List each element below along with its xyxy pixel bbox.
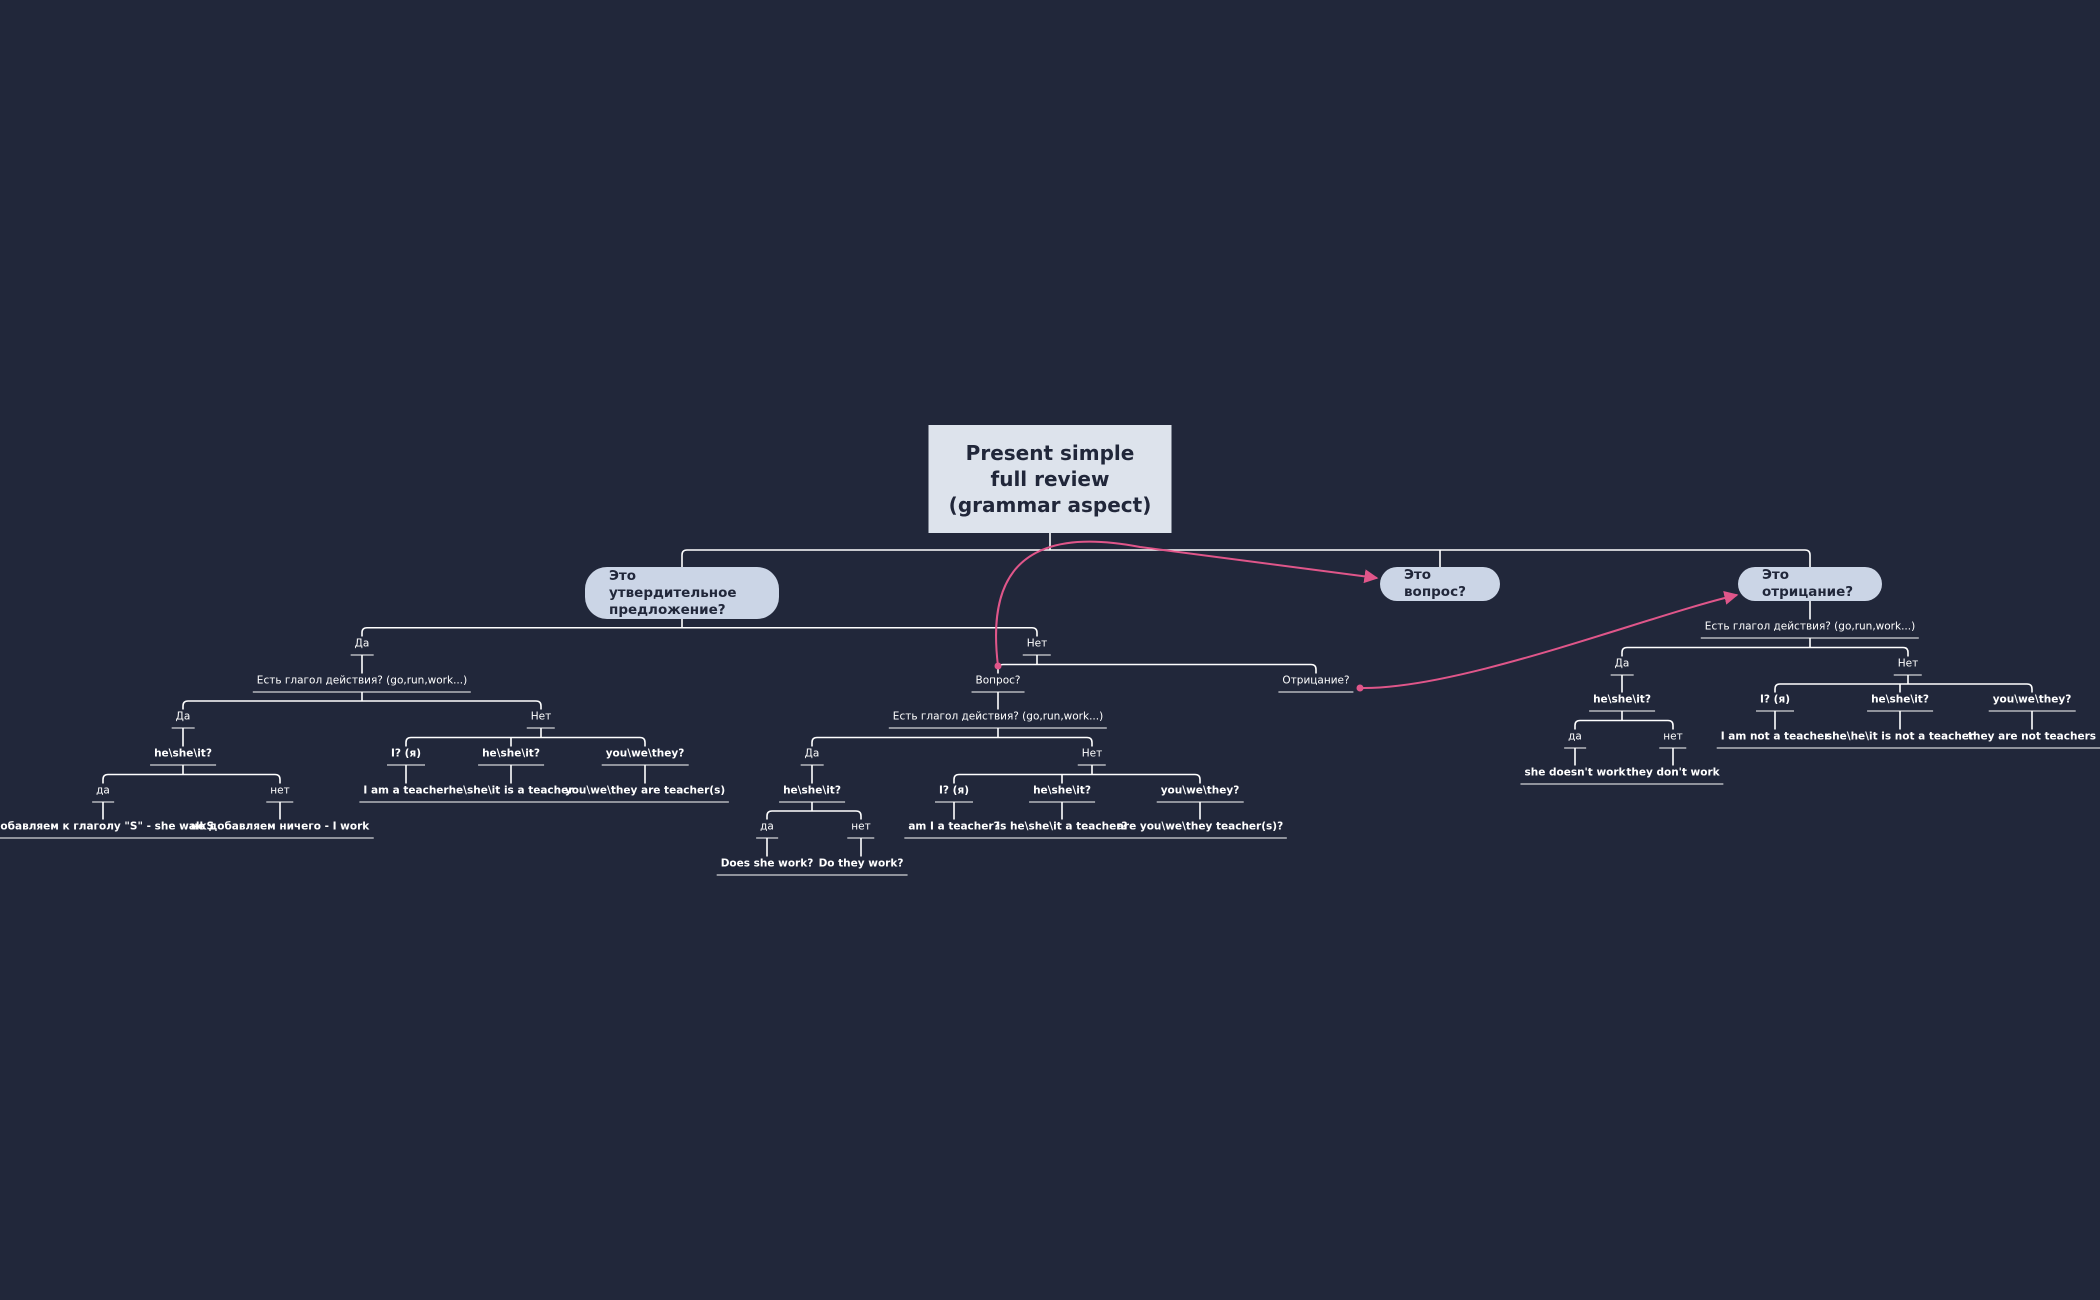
affirmative-i-node[interactable]: I? (я) bbox=[387, 747, 425, 766]
root-topic-node[interactable]: Present simple full review (grammar aspe… bbox=[928, 425, 1172, 533]
question-he-no-node[interactable]: нет bbox=[847, 820, 875, 839]
negation-he-no-node[interactable]: нет bbox=[1659, 730, 1687, 749]
question-verb-no-node[interactable]: Нет bbox=[1077, 747, 1107, 766]
affirmative-he-yes-node[interactable]: да bbox=[92, 784, 114, 803]
negation-they-dont-work-node[interactable]: they don't work bbox=[1622, 766, 1724, 785]
question-he-she-it-node[interactable]: he\she\it? bbox=[779, 784, 845, 803]
affirmative-verb-no-node[interactable]: Нет bbox=[526, 710, 556, 729]
negation-he-yes-node[interactable]: да bbox=[1564, 730, 1586, 749]
connector-n_net bbox=[1774, 675, 2033, 693]
question-he-yes-node[interactable]: да bbox=[756, 820, 778, 839]
connector-n_verb bbox=[1621, 638, 1909, 657]
question-does-she-work-node[interactable]: Does she work? bbox=[716, 857, 818, 876]
affirmative-action-verb-node[interactable]: Есть глагол действия? (go,run,work...) bbox=[252, 674, 472, 693]
question-he-she-it-be-node[interactable]: he\she\it? bbox=[1029, 784, 1095, 803]
connector-a_net bbox=[997, 655, 1317, 674]
affirmative-i-am-teacher-node[interactable]: I am a teacher bbox=[359, 784, 453, 803]
branch-negation-node[interactable]: Это отрицание? bbox=[1738, 567, 1882, 601]
connector-q_he bbox=[766, 802, 862, 820]
negation-i-am-not-teacher-node[interactable]: I am not a teacher bbox=[1716, 730, 1834, 749]
negation-you-we-they-node[interactable]: you\we\they? bbox=[1988, 693, 2076, 712]
connector-q_net bbox=[953, 765, 1201, 784]
branch-affirmative-node[interactable]: Это утвердительное предложение? bbox=[585, 567, 779, 619]
relation-question-to-question-branch-start-dot bbox=[994, 662, 1002, 670]
relation-question-to-question-branch[interactable] bbox=[995, 540, 1379, 667]
negation-he-is-not-teacher-node[interactable]: she\he\it is not a teacher bbox=[1821, 730, 1979, 749]
question-is-he-teacher-node[interactable]: is he\she\it a teacher? bbox=[992, 820, 1132, 839]
connector-b1 bbox=[361, 619, 1038, 637]
question-action-verb-node[interactable]: Есть глагол действия? (go,run,work...) bbox=[888, 710, 1108, 729]
affirmative-verb-yes-node[interactable]: Да bbox=[171, 710, 195, 729]
affirmative-you-are-teachers-node[interactable]: you\we\they are teacher(s) bbox=[560, 784, 730, 803]
affirmative-he-no-node[interactable]: нет bbox=[266, 784, 294, 803]
relation-negation-to-negation-branch[interactable] bbox=[1359, 591, 1739, 690]
connector-a_verb bbox=[182, 692, 542, 710]
branch-question-node[interactable]: Это вопрос? bbox=[1380, 567, 1500, 601]
negation-action-verb-node[interactable]: Есть глагол действия? (go,run,work...) bbox=[1700, 620, 1920, 639]
connector-root bbox=[681, 533, 1811, 567]
affirmative-you-we-they-node[interactable]: you\we\they? bbox=[601, 747, 689, 766]
negation-i-node[interactable]: I? (я) bbox=[1756, 693, 1794, 712]
question-are-you-teachers-node[interactable]: are you\we\they teacher(s)? bbox=[1112, 820, 1288, 839]
affirmative-he-she-it-be-node[interactable]: he\she\it? bbox=[478, 747, 544, 766]
affirmative-yes-node[interactable]: Да bbox=[350, 637, 374, 656]
question-verb-yes-node[interactable]: Да bbox=[800, 747, 824, 766]
connector-a_v_net bbox=[405, 728, 646, 747]
connector-n_he bbox=[1574, 711, 1674, 730]
negation-verb-yes-node[interactable]: Да bbox=[1610, 657, 1634, 676]
relation-negation-to-negation-branch-start-dot bbox=[1356, 684, 1364, 692]
affirmative-add-s-node[interactable]: добавляем к глаголу "S" - she walkS bbox=[0, 820, 219, 839]
question-i-node[interactable]: I? (я) bbox=[935, 784, 973, 803]
question-node[interactable]: Вопрос? bbox=[971, 674, 1025, 693]
negation-they-are-not-teachers-node[interactable]: they are not teachers bbox=[1964, 730, 2100, 749]
negation-she-doesnt-work-node[interactable]: she doesn't work bbox=[1520, 766, 1630, 785]
negation-choice-node[interactable]: Отрицание? bbox=[1278, 674, 1354, 693]
negation-he-she-it-be-node[interactable]: he\she\it? bbox=[1867, 693, 1933, 712]
affirmative-no-node[interactable]: Нет bbox=[1022, 637, 1052, 656]
affirmative-he-she-it-node[interactable]: he\she\it? bbox=[150, 747, 216, 766]
affirmative-add-nothing-node[interactable]: не добавляем ничего - I work bbox=[186, 820, 374, 839]
affirmative-he-is-teacher-node[interactable]: he\she\it is a teacher bbox=[444, 784, 578, 803]
question-do-they-work-node[interactable]: Do they work? bbox=[814, 857, 908, 876]
negation-he-she-it-node[interactable]: he\she\it? bbox=[1589, 693, 1655, 712]
question-am-i-teacher-node[interactable]: am I a teacher? bbox=[904, 820, 1004, 839]
connector-a_he bbox=[102, 765, 281, 784]
question-you-we-they-node[interactable]: you\we\they? bbox=[1156, 784, 1244, 803]
negation-verb-no-node[interactable]: Нет bbox=[1893, 657, 1923, 676]
connector-q_verb bbox=[811, 728, 1093, 747]
